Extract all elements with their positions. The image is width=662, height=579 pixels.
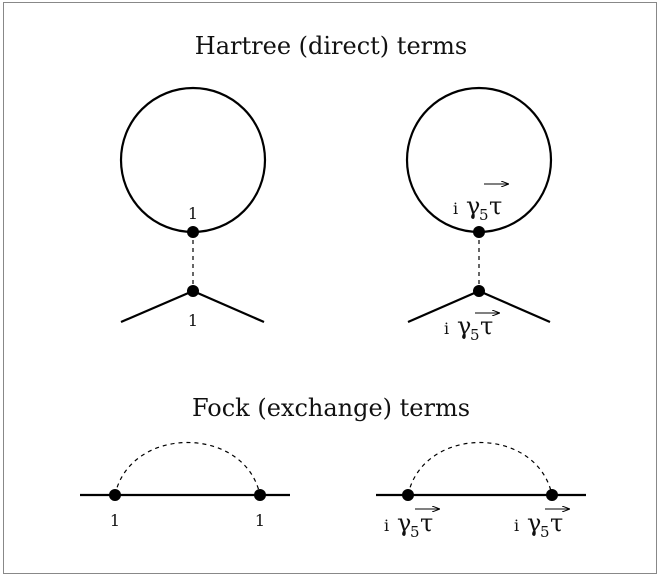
- label-subscript: 5: [540, 523, 550, 541]
- label-subscript: 5: [479, 206, 489, 224]
- vertex-left-label: 1: [110, 511, 120, 530]
- vertex-left-label: i γ 5 τ: [384, 509, 439, 541]
- label-prefix: i: [384, 516, 389, 535]
- meson-propagator: [407, 442, 553, 496]
- label-gamma: γ: [457, 312, 471, 340]
- label-prefix: i: [444, 319, 449, 338]
- label-tau: τ: [489, 192, 502, 220]
- vertex-left: [109, 489, 121, 501]
- fock-right-diagram: i γ 5 τ i γ 5 τ: [376, 442, 586, 541]
- hartree-right-diagram: i γ 5 τ i γ 5 τ: [405, 86, 553, 344]
- figure-frame: [3, 2, 657, 574]
- label-prefix: i: [453, 199, 458, 218]
- label-subscript: 5: [410, 523, 420, 541]
- hartree-title: Hartree (direct) terms: [195, 32, 467, 60]
- vertex-top: [187, 226, 199, 238]
- hartree-left-diagram: 1 1: [119, 86, 267, 330]
- fermion-line-in: [120, 289, 194, 324]
- vertex-right-label: 1: [255, 511, 265, 530]
- fermion-line-out: [192, 289, 265, 324]
- vertex-bottom: [473, 285, 485, 297]
- label-subscript: 5: [470, 326, 480, 344]
- meson-propagator: [114, 442, 261, 496]
- label-gamma: γ: [527, 509, 541, 537]
- label-tau: τ: [420, 509, 433, 537]
- vertex-top-label: 1: [188, 204, 198, 223]
- label-gamma: γ: [466, 192, 480, 220]
- vertex-right: [546, 489, 558, 501]
- label-tau: τ: [550, 509, 563, 537]
- vertex-right-label: i γ 5 τ: [514, 509, 569, 541]
- label-prefix: i: [514, 516, 519, 535]
- vertex-bottom-label: 1: [188, 311, 198, 330]
- label-gamma: γ: [397, 509, 411, 537]
- fermion-line-in: [407, 289, 480, 324]
- vertex-top-label: i γ 5 τ: [453, 184, 508, 224]
- vertex-right: [254, 489, 266, 501]
- fermion-line-out: [478, 289, 551, 324]
- fock-left-diagram: 1 1: [80, 442, 290, 530]
- vertex-bottom: [187, 285, 199, 297]
- label-tau: τ: [480, 312, 493, 340]
- vertex-bottom-label: i γ 5 τ: [444, 312, 499, 344]
- fock-title: Fock (exchange) terms: [192, 394, 470, 422]
- vertex-top: [473, 226, 485, 238]
- vertex-left: [402, 489, 414, 501]
